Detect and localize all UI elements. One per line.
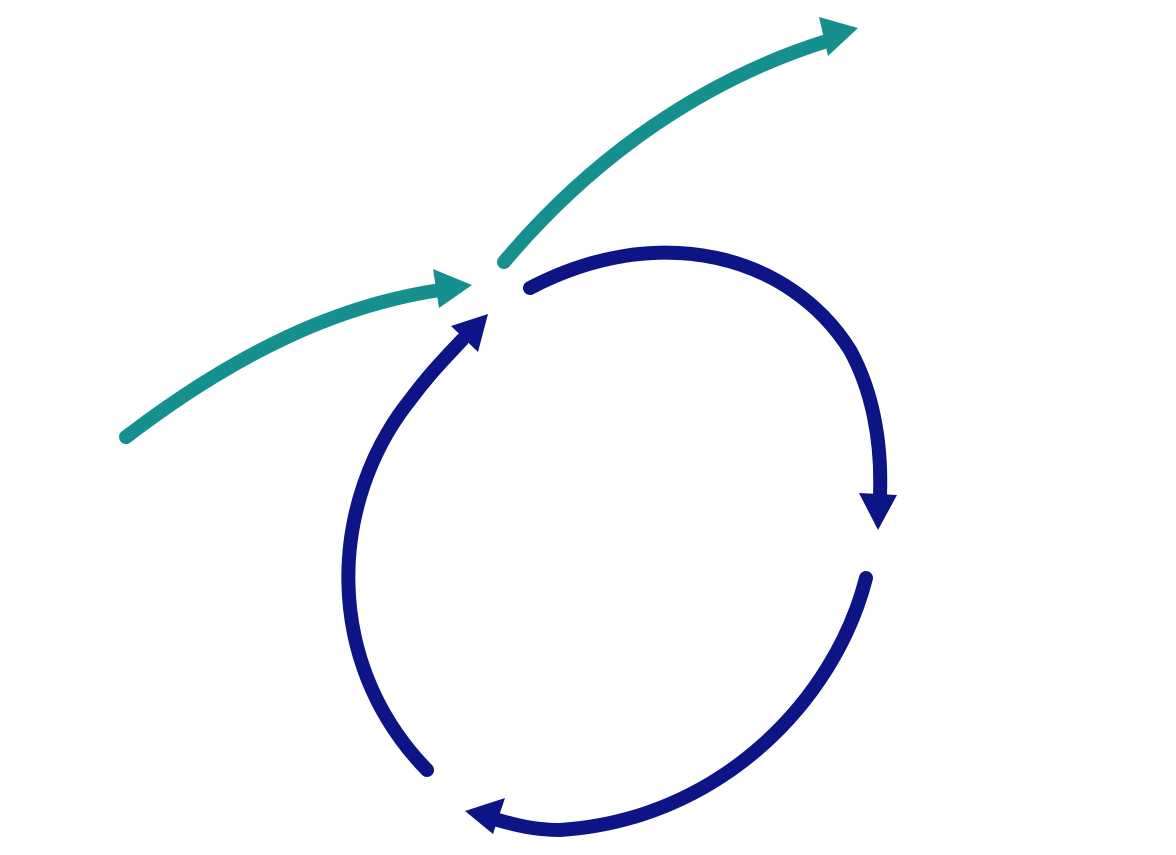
cycle-arrow-left-top-head — [451, 314, 488, 352]
cycle-arrow-left-top-shaft — [341, 333, 469, 777]
inflow-arrow-shaft — [119, 283, 447, 444]
cycle-arrow-left-top — [341, 314, 488, 777]
cycle-arrow-top-right-head — [859, 493, 897, 530]
cycle-arrow-right-bottom-head — [465, 798, 505, 834]
inflow-arrow-head — [433, 269, 472, 308]
inflow-arrow — [119, 269, 472, 444]
outflow-arrow-shaft — [497, 33, 837, 269]
cycle-arrow-top-right — [523, 245, 897, 530]
cycle-arrow-right-bottom-shaft — [491, 571, 873, 838]
cycle-arrow-right-bottom — [465, 571, 873, 838]
cycle-arrow-top-right-shaft — [523, 245, 888, 502]
outflow-arrow — [497, 17, 858, 269]
outflow-arrow-head — [819, 17, 858, 56]
